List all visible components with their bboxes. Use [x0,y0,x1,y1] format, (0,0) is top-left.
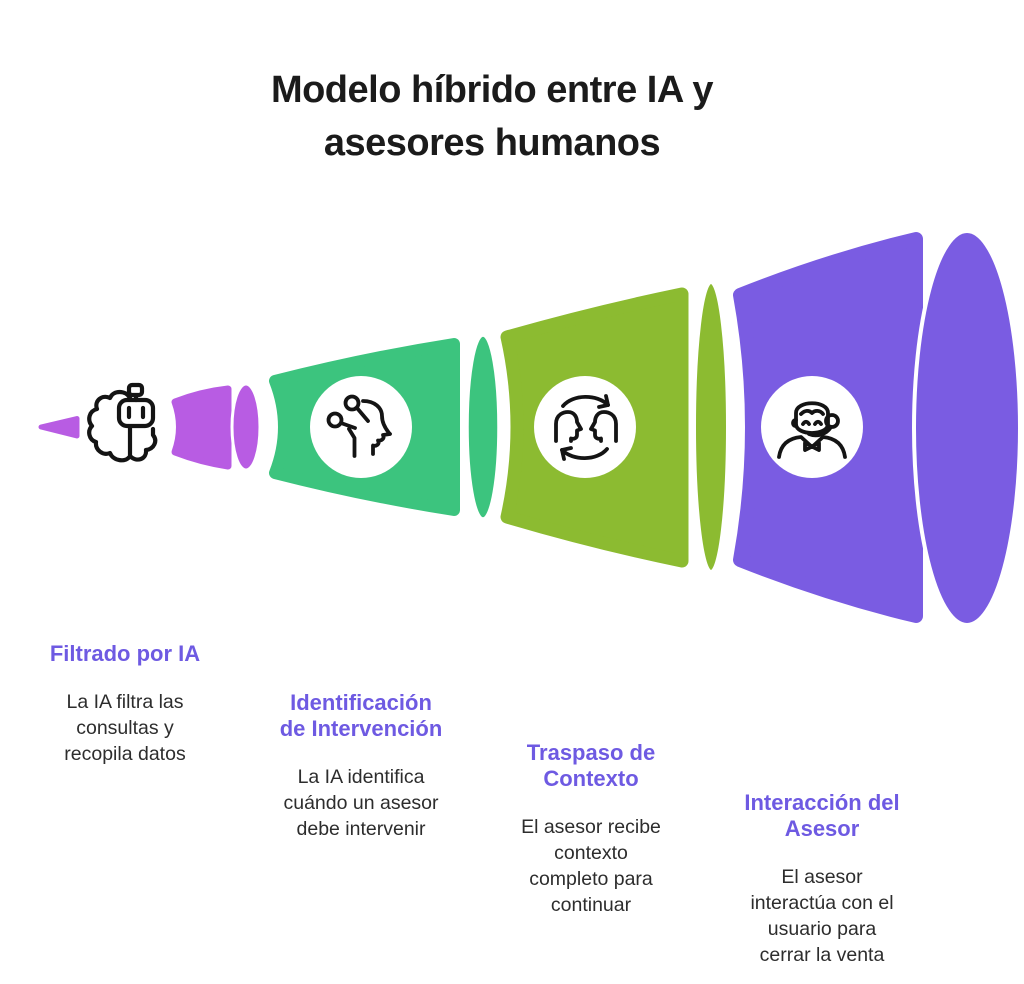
stage-3-mouth [692,280,730,574]
headset-mic [807,425,833,438]
agent-headset-icon [777,401,847,459]
node-dot-top [343,394,361,412]
agent-bowtie [803,441,821,452]
funnel-stage-2-shape [269,333,501,521]
funnel-tip [38,416,80,439]
stage-2-icon-circle [310,376,412,478]
head-neck-line [347,427,357,458]
funnel-stage-4-shape [733,229,1022,627]
page-title-line2: asesores humanos [323,122,661,164]
agent-hair [799,408,825,416]
robot-antenna-top [126,382,145,398]
stage-4-text: Interacción del Asesor El asesor interac… [705,790,939,968]
node-line-left [339,421,357,430]
stage-4-icon-circle [761,376,863,478]
agent-eyes [801,419,823,426]
funnel-stage-1-shape [171,382,262,472]
stage-4-mouth [912,229,1022,627]
stage-2-mouth [465,333,501,521]
stage-3-description: El asesor recibe contexto completo para … [521,816,661,916]
robot-head [116,397,156,429]
page-title: Modelo híbrido entre IA y asesores human… [140,64,844,170]
stage-2-text: Identificación de Intervención La IA ide… [261,690,461,842]
arrow-bottom-head [560,446,573,461]
stage-4-description: El asesor interactúa con el usuario para… [750,866,894,966]
brain-robot-icon [87,382,158,463]
arrow-bottom-arc [560,447,609,461]
stage-1-text: Filtrado por IA La IA filtra las consult… [25,641,225,767]
stage-2-heading: Identificación de Intervención [279,690,443,741]
brain-outline [87,389,158,463]
head-profile [361,399,392,456]
heads-exchange-icon [554,394,618,461]
stage-1-heading: Filtrado por IA [25,641,225,667]
arrow-top-head [597,394,610,409]
stage-4-heading: Interacción del Asesor [744,790,900,841]
robot-eyes [126,405,146,420]
stage-1-description: La IA filtra las consultas y recopila da… [64,691,186,765]
right-head [589,410,618,443]
agent-head [794,401,830,435]
arrow-top-arc [561,394,610,408]
stage-1-body [171,385,232,470]
stage-1-heading-line: Filtrado por IA [49,641,201,666]
node-line-top [355,406,370,423]
stage-3-icon-circle [534,376,636,478]
stage-2-description: La IA identifica cuándo un asesor debe i… [283,766,439,840]
left-head [554,410,583,443]
funnel-stage-3-shape [500,280,730,574]
stage-3-heading: Traspaso de Contexto [526,740,656,791]
head-nodes-icon [326,394,392,458]
node-dot-left [326,411,344,429]
agent-ear [791,418,798,428]
stage-1-mouth [230,382,262,472]
stage-3-text: Traspaso de Contexto El asesor recibe co… [491,740,691,918]
page-title-line1: Modelo híbrido entre IA y [270,69,714,111]
